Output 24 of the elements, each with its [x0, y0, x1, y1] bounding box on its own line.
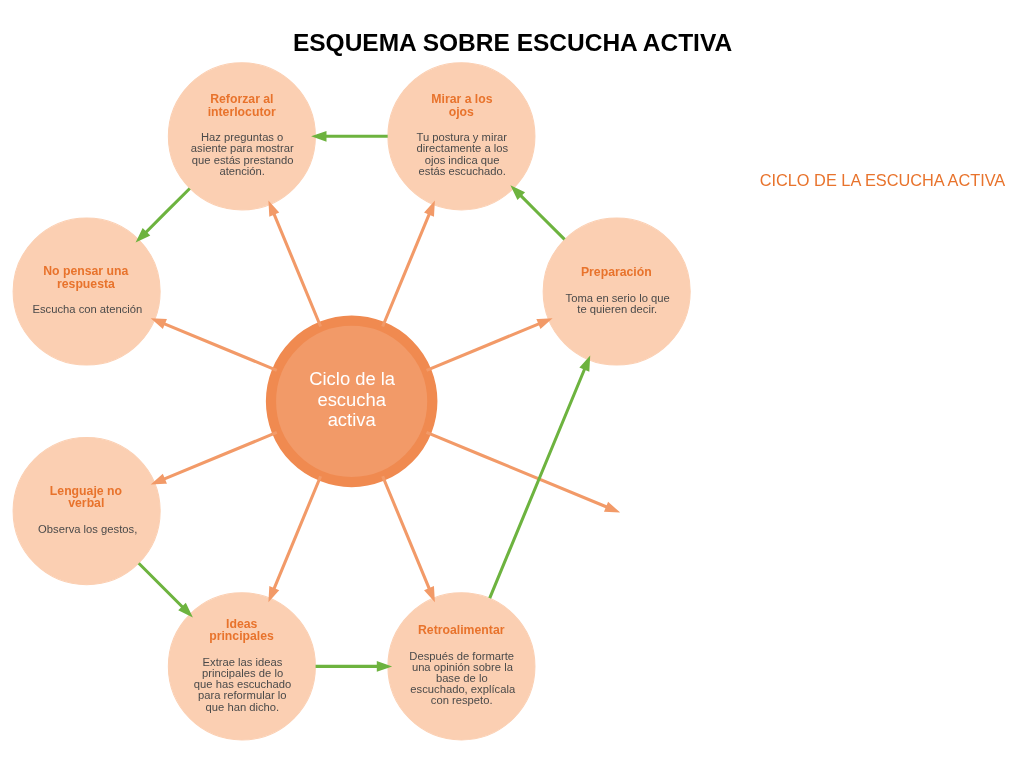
node-circle: No pensar una respuesta Escucha con atención — [12, 217, 161, 366]
arrow — [315, 661, 392, 672]
node-circle: Retroalimentar Después de formarte una opinión sobre la base de lo escuchado, explícala con respeto. — [386, 592, 535, 741]
arrow — [310, 130, 388, 142]
arrow — [267, 475, 322, 603]
node-circle: Reforzar al interlocutor Haz preguntas o asiente para mostrar que estás prestando atención. — [167, 62, 316, 211]
node-circle: Preparación Toma en serio lo que te quieren decir. — [542, 217, 691, 366]
arrow — [137, 562, 193, 618]
arrow — [380, 475, 435, 603]
arrow — [267, 200, 322, 328]
arrow — [150, 318, 277, 372]
arrow — [425, 318, 553, 372]
arrow — [380, 200, 435, 328]
arrow — [135, 187, 191, 243]
diagram-title: ESQUEMA SOBRE ESCUCHA ACTIVA — [292, 28, 732, 56]
arrow — [509, 185, 566, 241]
node-circle: Ideas principales Extrae las ideas principales de lo que has escuchado para reformular lo que han dicho. — [167, 592, 316, 741]
node-circle: Mirar a los ojos Tu postura y mirar directamente a los ojos indica que estás escuchado. — [386, 62, 535, 211]
arrow — [487, 355, 590, 599]
label: CICLO DE LA ESCUCHA ACTIVA — [759, 170, 1005, 189]
arrow — [425, 430, 620, 513]
node-circle: Lenguaje no verbal Observa los gestos, — [12, 437, 161, 586]
node-circle: Ciclo de la escucha activa — [265, 315, 437, 488]
arrow — [150, 430, 277, 485]
